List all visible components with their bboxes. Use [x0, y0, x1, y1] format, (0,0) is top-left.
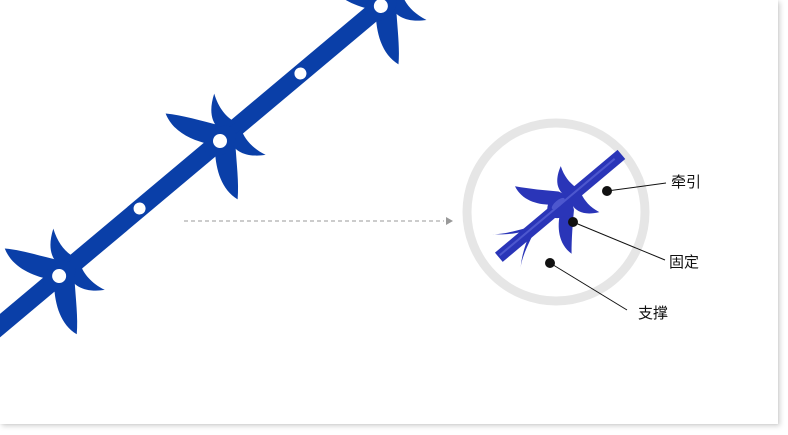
thread-holes [52, 0, 388, 283]
label-traction: 牵引 [671, 173, 702, 191]
zoomed-barb [492, 149, 626, 268]
barb-cluster [3, 0, 437, 336]
barbed-thread-diagram [0, 0, 667, 354]
leader-dot-traction [602, 186, 612, 196]
leader-dot-support [545, 258, 555, 268]
figure-card: 牵引 固定 支撑 [0, 0, 702, 354]
leader-dot-fixation [568, 217, 578, 227]
leader-lines [545, 182, 667, 311]
barbed-thread [0, 0, 471, 354]
label-fixation: 固定 [669, 253, 700, 271]
dashed-arrow-right-icon [184, 217, 453, 225]
zoom-ring [462, 118, 650, 306]
label-support: 支撑 [638, 304, 669, 322]
leader-traction [606, 182, 667, 192]
leader-fixation [572, 221, 666, 261]
leader-support [549, 262, 628, 311]
